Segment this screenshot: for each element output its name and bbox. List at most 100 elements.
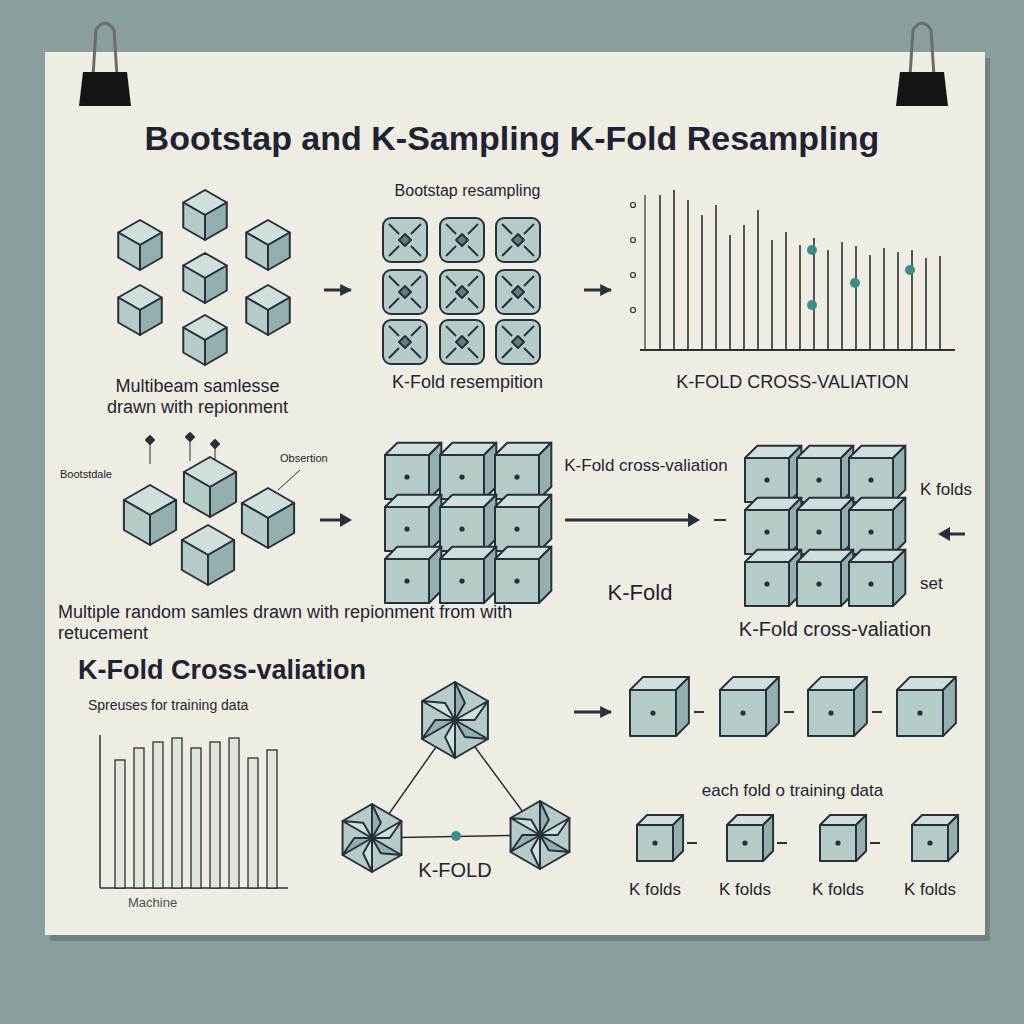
poster-label: K folds xyxy=(705,880,785,900)
clip-wire xyxy=(910,23,934,76)
cube-left xyxy=(182,540,208,585)
tile-body xyxy=(440,218,484,262)
cube-front xyxy=(797,562,841,606)
cube-side xyxy=(856,815,866,861)
poster-label: K-Fold Cross-valiation xyxy=(78,655,498,687)
fold-hexagon xyxy=(511,801,570,869)
hexagon-facet xyxy=(540,835,569,852)
sample-tile xyxy=(440,270,484,314)
sample-pin-head xyxy=(211,440,219,448)
cube-right xyxy=(268,503,294,548)
cube-right xyxy=(140,298,162,336)
illustration-group: Bootstap resamplingK-Fold resempition xyxy=(355,180,580,395)
poster-sheet xyxy=(45,52,985,935)
cube-dot xyxy=(404,474,409,479)
cube-left xyxy=(246,298,268,336)
fold-cube xyxy=(495,443,551,499)
tile-core xyxy=(456,234,468,246)
tile-mark xyxy=(389,276,399,286)
cube-icon xyxy=(182,525,234,585)
chart-bar xyxy=(855,246,857,350)
tile-mark xyxy=(468,224,478,234)
chart-bar xyxy=(115,760,125,888)
cube-dot xyxy=(459,578,464,583)
tile-mark xyxy=(468,348,478,358)
illustration-group: each fold o training data xyxy=(615,668,970,803)
cube-front xyxy=(495,559,539,603)
fold-cube xyxy=(630,677,689,736)
group-caption: K-Fold resempition xyxy=(392,372,543,393)
chart-bar xyxy=(785,232,787,350)
poster-label: Obsertion xyxy=(280,452,350,465)
fold-dot xyxy=(451,831,461,841)
chart-bar xyxy=(701,215,703,350)
cube-side xyxy=(893,498,905,554)
dash-mark xyxy=(870,842,880,844)
chart-bar xyxy=(715,205,717,350)
cube-side xyxy=(763,815,773,861)
cube-side xyxy=(539,495,551,551)
cube-front xyxy=(720,690,766,736)
fold-cube xyxy=(385,495,441,551)
poster-label: Machine xyxy=(128,895,228,910)
illustration-group: K-FOLD xyxy=(340,680,570,885)
sample-tile xyxy=(383,270,427,314)
cube-dot xyxy=(764,581,769,586)
tile-body xyxy=(440,320,484,364)
cube-front xyxy=(440,507,484,551)
flow-arrow xyxy=(584,289,611,292)
fold-cube xyxy=(849,550,905,606)
cube-dot xyxy=(514,526,519,531)
hexagon-body xyxy=(422,682,488,758)
sample-tile xyxy=(383,218,427,262)
cube-icon xyxy=(183,253,227,303)
poster-label: Spreuses for training data xyxy=(88,697,348,714)
chart-bar xyxy=(134,748,144,888)
hexagon-facet xyxy=(343,838,372,855)
tile-mark xyxy=(389,348,399,358)
cube-dot xyxy=(828,710,833,715)
cube-front xyxy=(385,559,429,603)
cube-front xyxy=(849,510,893,554)
binder-clip xyxy=(79,23,131,106)
sample-tile xyxy=(496,218,540,262)
cube-front xyxy=(440,455,484,499)
cube-dot xyxy=(868,529,873,534)
cube-icon xyxy=(246,285,290,335)
tile-mark xyxy=(446,224,456,234)
chart-bar xyxy=(210,742,220,888)
poster-label: set xyxy=(920,574,970,594)
cube-front xyxy=(385,455,429,499)
cube-side xyxy=(893,550,905,606)
tile-mark xyxy=(524,246,534,256)
tile-core xyxy=(399,336,411,348)
cube-left xyxy=(242,503,268,548)
poster-label: K-Fold cross-valiation xyxy=(548,456,744,476)
cube-icon xyxy=(124,485,176,545)
fold-cube xyxy=(385,443,441,499)
cube-left xyxy=(183,328,205,366)
group-heading: Bootstap resampling xyxy=(395,182,541,201)
hexagon-facet xyxy=(422,701,455,720)
axis-tick xyxy=(631,308,636,313)
tile-mark xyxy=(411,246,421,256)
illustration-group: K-FOLD CROSS-VALIATION xyxy=(615,180,970,395)
tile-mark xyxy=(502,298,512,308)
hexagon-body xyxy=(511,801,570,869)
chart-bar xyxy=(799,245,801,350)
chart-bar xyxy=(925,258,927,350)
tile-mark xyxy=(411,276,421,286)
chart-bar xyxy=(191,748,201,888)
tile-mark xyxy=(411,298,421,308)
chart-axis xyxy=(644,195,645,350)
cube-dot xyxy=(404,526,409,531)
cube-dot xyxy=(764,529,769,534)
chart-axis xyxy=(99,735,101,888)
chart-bar xyxy=(911,250,913,350)
hexagon-facet xyxy=(422,720,455,739)
cube-front xyxy=(808,690,854,736)
tile-mark xyxy=(389,224,399,234)
cube-front xyxy=(745,458,789,502)
chart-bar xyxy=(897,252,899,350)
cube-left xyxy=(183,203,205,241)
